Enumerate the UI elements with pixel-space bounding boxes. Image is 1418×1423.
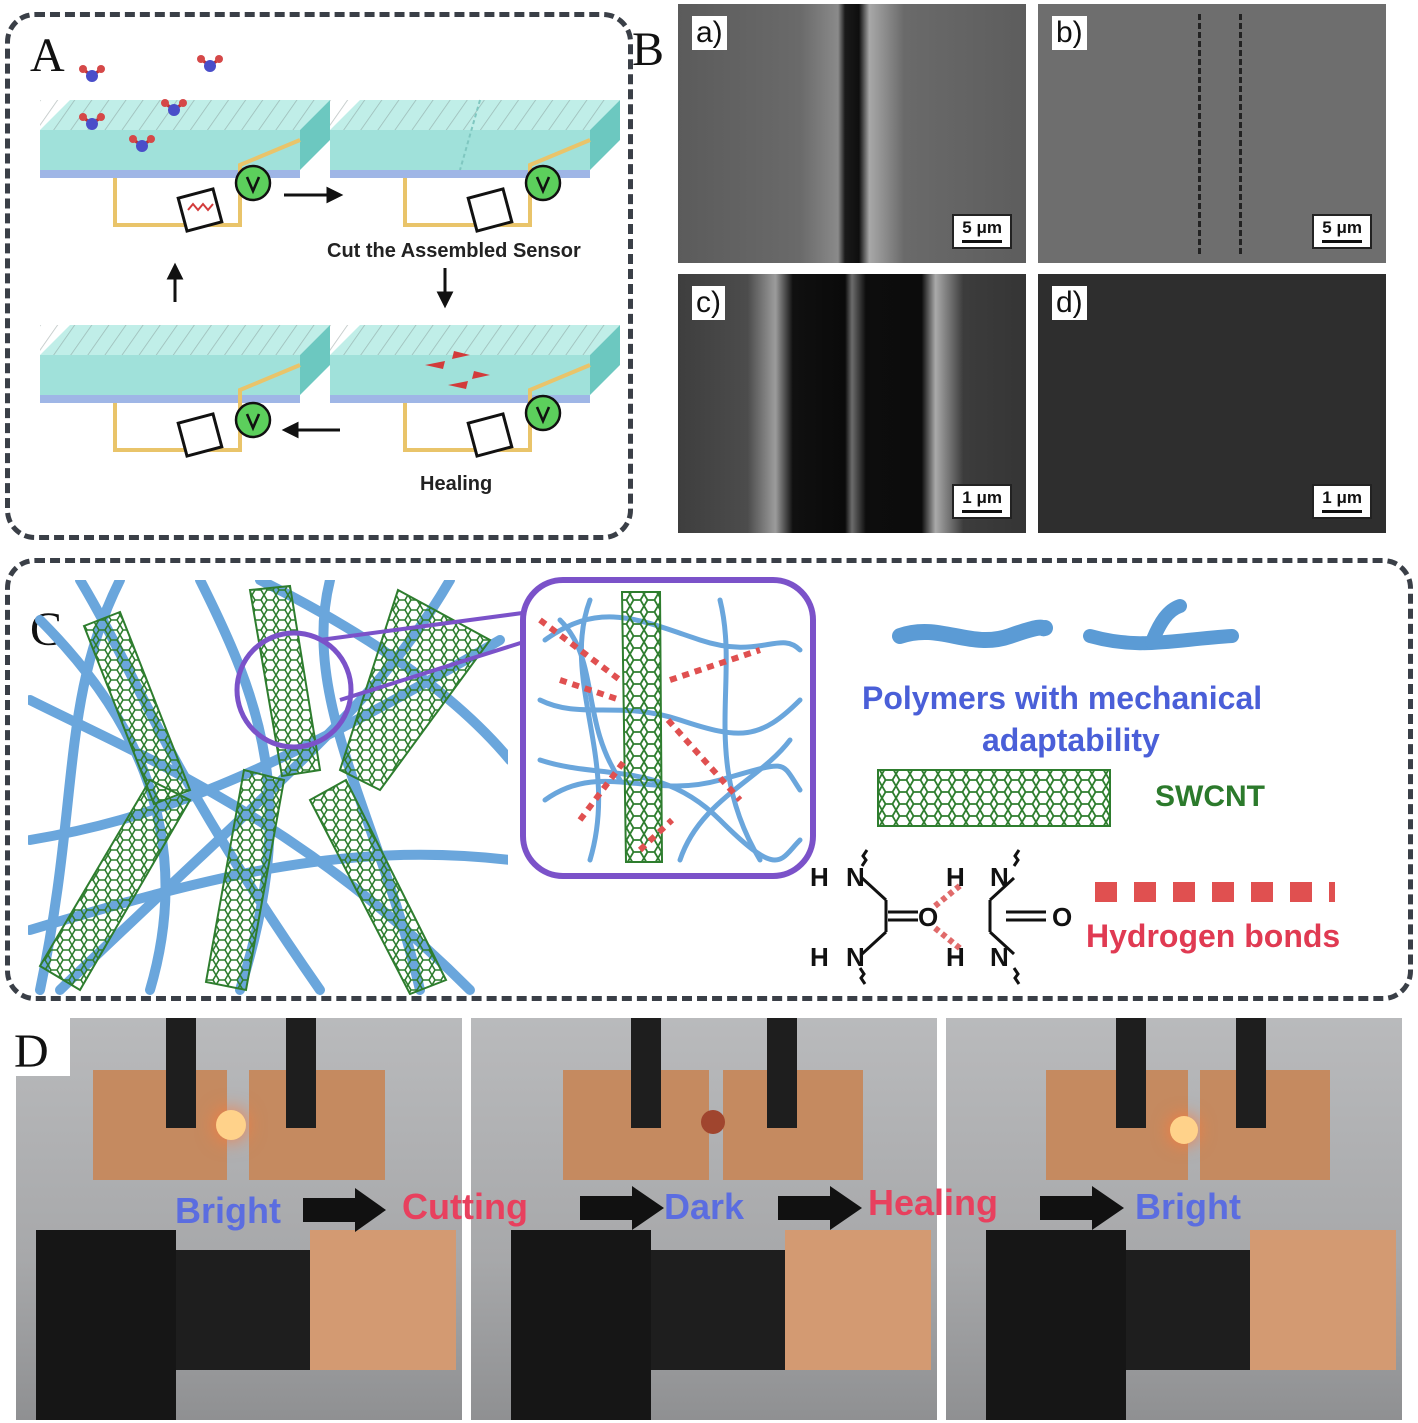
sem-image-b: b) 5 μm bbox=[1038, 4, 1386, 263]
scale-bar: 5 μm bbox=[1312, 214, 1372, 249]
legend-polymer-line2: adaptability bbox=[982, 722, 1160, 758]
molecule-icon bbox=[79, 55, 223, 152]
scale-bar: 1 μm bbox=[1312, 484, 1372, 519]
sem-image-c: c) 1 μm bbox=[678, 274, 1026, 533]
sem-label: c) bbox=[692, 286, 725, 320]
scale-bar: 1 μm bbox=[952, 484, 1012, 519]
sensor-top-left bbox=[40, 100, 330, 178]
sem-image-a: a) 5 μm bbox=[678, 4, 1026, 263]
chem-h-4: H bbox=[946, 942, 965, 972]
flow-arrow-icon bbox=[303, 1188, 386, 1232]
flow-word-dark: Dark bbox=[664, 1186, 745, 1227]
chem-n-1: N bbox=[846, 862, 865, 892]
sensor-bottom-right bbox=[330, 325, 620, 403]
sem-label: d) bbox=[1052, 286, 1087, 320]
flow-word-bright-2: Bright bbox=[1135, 1186, 1241, 1227]
voltmeter-icon bbox=[234, 164, 562, 439]
flow-word-bright-1: Bright bbox=[175, 1190, 281, 1231]
panel-c-frame bbox=[5, 558, 1413, 1001]
chem-o-1: O bbox=[918, 902, 939, 932]
scale-bar: 5 μm bbox=[952, 214, 1012, 249]
photo-3 bbox=[946, 1018, 1402, 1420]
photo-1 bbox=[16, 1018, 462, 1420]
sem-image-d: d) 1 μm bbox=[1038, 274, 1386, 533]
panel-d-letter: D bbox=[14, 1025, 49, 1078]
panel-a-diagram bbox=[40, 55, 620, 458]
legend-swcnt: SWCNT bbox=[1155, 780, 1265, 813]
flow-arrow-icon bbox=[1040, 1186, 1124, 1230]
sem-label: a) bbox=[692, 16, 727, 50]
panel-a-frame bbox=[5, 12, 633, 540]
panel-c-diagram bbox=[28, 577, 1335, 995]
chem-n-4: N bbox=[990, 942, 1009, 972]
panel-a-letter: A bbox=[30, 29, 65, 82]
flow-word-cutting: Cutting bbox=[402, 1186, 528, 1227]
panel-d-letter-bg bbox=[0, 1016, 70, 1076]
flow-word-healing: Healing bbox=[868, 1182, 999, 1223]
chem-n-3: N bbox=[990, 862, 1009, 892]
chem-n-2: N bbox=[846, 942, 865, 972]
chem-o-2: O bbox=[1052, 902, 1073, 932]
legend-polymer-line1: Polymers with mechanical bbox=[862, 680, 1263, 716]
chem-h-2: H bbox=[810, 942, 829, 972]
flow-arrow-icon bbox=[778, 1186, 862, 1230]
panel-b-letter: B bbox=[632, 23, 665, 76]
chem-h-1: H bbox=[810, 862, 829, 892]
chem-h-3: H bbox=[946, 862, 965, 892]
legend-hydrogen-bonds: Hydrogen bonds bbox=[1086, 918, 1341, 954]
healing-label: Healing bbox=[420, 473, 493, 495]
flow-arrow-icon bbox=[580, 1186, 664, 1230]
photo-2 bbox=[471, 1018, 937, 1420]
cut-sensor-label: Cut the Assembled Sensor bbox=[327, 240, 581, 262]
sensor-bottom-left bbox=[40, 325, 330, 403]
sem-label: b) bbox=[1052, 16, 1087, 50]
sensor-top-right bbox=[330, 99, 620, 178]
